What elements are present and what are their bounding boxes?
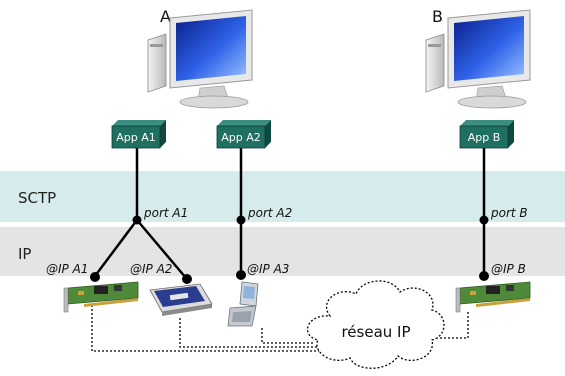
computer-monitor-icon bbox=[147, 9, 253, 109]
ip-a1-dot bbox=[90, 272, 100, 282]
cable-card-a2 bbox=[179, 318, 320, 348]
ip-layer-band bbox=[0, 227, 565, 276]
port-b-label: port B bbox=[490, 206, 528, 220]
endpoint-dots bbox=[90, 215, 489, 284]
cloud-icon: réseau IP bbox=[307, 280, 445, 369]
app-box-a1: App A1 bbox=[111, 120, 166, 149]
port-a2-dot bbox=[236, 215, 246, 225]
app-a1-label: App A1 bbox=[116, 131, 156, 144]
ip-a1-label: @IP A1 bbox=[46, 262, 88, 276]
network-label: réseau IP bbox=[341, 323, 410, 341]
cable-nic-b bbox=[430, 312, 469, 339]
cable-nic-a1 bbox=[91, 305, 335, 352]
network-card-icon bbox=[455, 281, 531, 313]
link-port-a1-ip-a2 bbox=[136, 219, 187, 279]
app-a2-label: App A2 bbox=[221, 131, 261, 144]
sctp-layer-label: SCTP bbox=[18, 189, 56, 207]
computer-b: B bbox=[425, 7, 531, 109]
pcmcia-card-icon bbox=[149, 283, 213, 316]
ip-a2-dot bbox=[182, 274, 192, 284]
ip-layer-label: IP bbox=[18, 245, 31, 263]
sctp-links bbox=[94, 145, 486, 279]
computer-a: A bbox=[147, 7, 253, 109]
cable-phone-a3 bbox=[261, 328, 315, 344]
port-a1-label: port A1 bbox=[143, 206, 188, 220]
port-a1-dot bbox=[132, 215, 142, 225]
app-b-label: App B bbox=[468, 131, 501, 144]
computer-monitor-icon bbox=[425, 9, 531, 109]
app-box-a2: App A2 bbox=[216, 120, 271, 149]
ip-a3-dot bbox=[236, 270, 246, 280]
link-port-a1-ip-a1 bbox=[94, 219, 138, 277]
computer-b-label: B bbox=[432, 7, 443, 26]
sctp-layer-band bbox=[0, 171, 565, 222]
ip-b-dot bbox=[479, 271, 489, 281]
computer-a-label: A bbox=[160, 7, 171, 26]
ip-b-label: @IP B bbox=[491, 262, 526, 276]
port-b-dot bbox=[479, 215, 489, 225]
app-box-b: App B bbox=[459, 120, 514, 149]
network-card-icon bbox=[63, 281, 139, 313]
network-cables bbox=[91, 305, 469, 352]
flip-phone-icon bbox=[227, 281, 259, 327]
port-a2-label: port A2 bbox=[247, 206, 292, 220]
ip-a3-label: @IP A3 bbox=[247, 262, 289, 276]
ip-a2-label: @IP A2 bbox=[130, 262, 172, 276]
